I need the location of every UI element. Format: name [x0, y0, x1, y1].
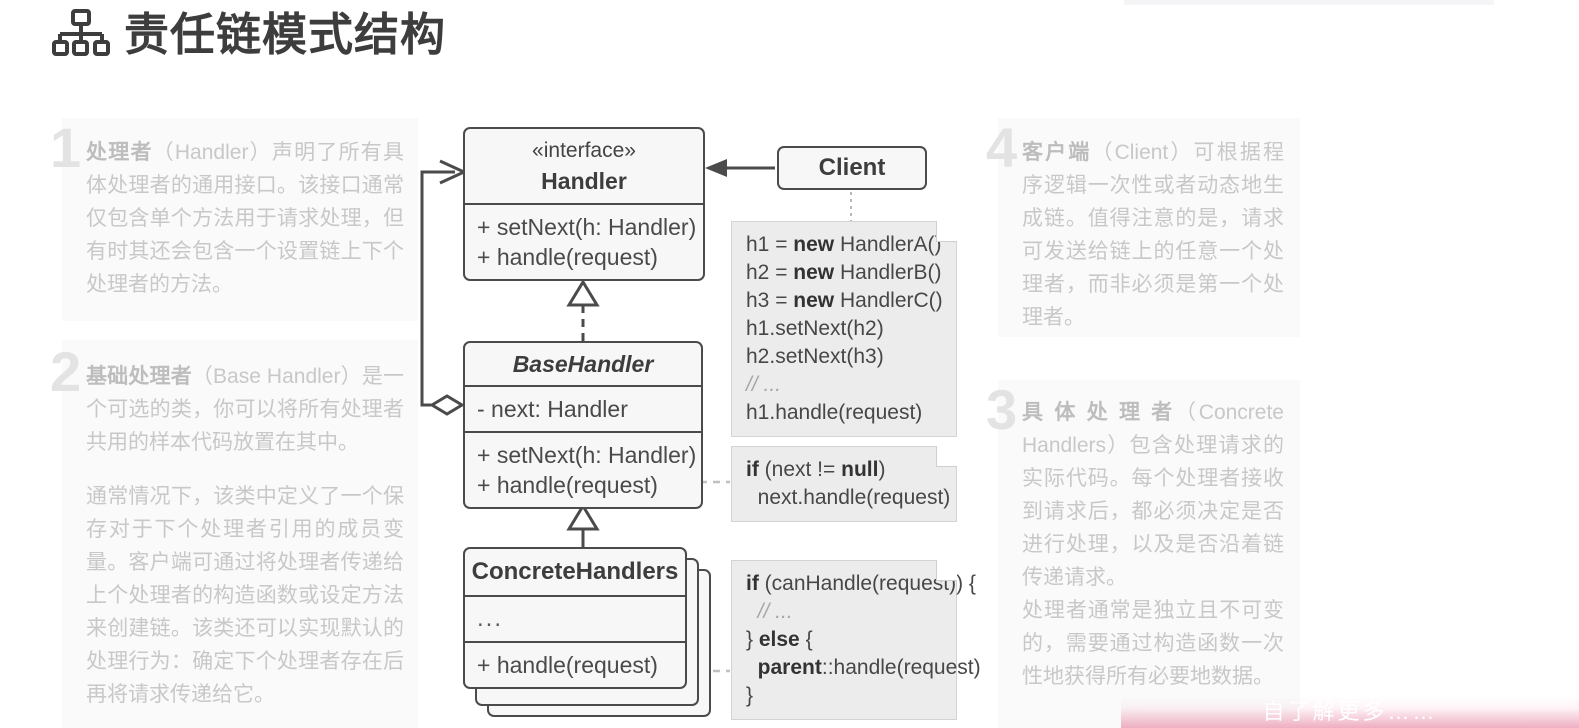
class-box-handler[interactable]: «interface» Handler + setNext(h: Handler…: [463, 127, 705, 281]
step-text-1: 处理者（Handler）声明了所有具体处理者的通用接口。该接口通常仅包含单个方法…: [86, 141, 404, 296]
code-note-client: h1 = new HandlerA() h2 = new HandlerB() …: [731, 221, 957, 437]
step-text-2: 基础处理者（Base Handler）是一个可选的类，你可以将所有处理者共用的样…: [86, 365, 404, 454]
class-stack-concretehandlers: ConcreteHandlers ... + handle(request): [463, 547, 713, 717]
class-header-basehandler: BaseHandler: [465, 343, 701, 387]
note-line: // ...: [746, 373, 782, 396]
class-header-handler: «interface» Handler: [465, 129, 703, 205]
class-methods-basehandler: + setNext(h: Handler) + handle(request): [465, 433, 701, 507]
step-number-4: 4: [986, 116, 1018, 179]
step-text-3: 具 体 处 理 者（Concrete Handlers）包含处理请求的实际代码。…: [1022, 401, 1284, 589]
page-header: 责任链模式结构: [52, 8, 446, 60]
code-note-concretehandlers: if (canHandle(request)) { // ... } else …: [731, 560, 981, 720]
note-line: if (canHandle(request)) {: [746, 572, 976, 595]
note-line: parent::handle(request): [757, 656, 981, 679]
note-line: h2 = new HandlerB(): [746, 261, 942, 284]
step-text-2-paragraph2: 通常情况下，该类中定义了一个保存对于下个处理者引用的成员变量。客户端可通过将处理…: [86, 485, 404, 706]
note-line: // ...: [757, 600, 793, 623]
step-text-4: 客户端（Client）可根据程序逻辑一次性或者动态地生成链。值得注意的是，请求可…: [1022, 141, 1284, 329]
top-strip: [1124, 0, 1494, 5]
org-chart-icon: [52, 9, 110, 56]
step-number-2: 2: [50, 340, 82, 403]
left-panel-1: [62, 118, 418, 321]
class-name-handler: Handler: [541, 168, 627, 194]
class-box-basehandler[interactable]: BaseHandler - next: Handler + setNext(h:…: [463, 341, 703, 509]
class-fields-basehandler: - next: Handler: [465, 387, 701, 433]
field-next: - next: Handler: [477, 396, 628, 422]
note-fold-corner: [936, 221, 957, 242]
note-line: next.handle(request): [746, 486, 951, 509]
right-panel-3: [998, 380, 1300, 728]
note-line: h2.setNext(h3): [746, 345, 884, 368]
class-fields-concretehandlers: ...: [465, 597, 685, 643]
class-header-concretehandlers: ConcreteHandlers: [465, 549, 685, 597]
class-methods-handler: + setNext(h: Handler) + handle(request): [465, 205, 703, 279]
step-text-3-paragraph2: 处理者通常是独立且不可变的，需要通过构造函数一次性地获得所有必要地数据。: [1022, 599, 1284, 688]
method-handle-concrete: + handle(request): [477, 652, 658, 678]
note-line: }: [746, 684, 754, 707]
note-line: if (next != null): [746, 458, 886, 481]
class-box-concretehandlers[interactable]: ConcreteHandlers ... + handle(request): [463, 547, 687, 689]
class-methods-concretehandlers: + handle(request): [465, 643, 685, 687]
class-name-basehandler: BaseHandler: [512, 351, 654, 377]
class-name-client: Client: [818, 154, 886, 181]
step-number-1: 1: [50, 116, 82, 179]
note-line: } else {: [746, 628, 813, 651]
note-line: h1.handle(request): [746, 401, 923, 424]
right-panel-4: [998, 118, 1300, 337]
method-handle: + handle(request): [477, 244, 658, 270]
note-fold-corner: [936, 560, 957, 581]
note-fold-corner: [936, 446, 957, 467]
note-line: h1.setNext(h2): [746, 317, 884, 340]
left-panel-2: [62, 340, 418, 728]
class-name-concretehandlers: ConcreteHandlers: [471, 558, 679, 585]
note-line: h1 = new HandlerA(): [746, 233, 942, 256]
class-box-client[interactable]: Client: [777, 146, 927, 190]
field-ellipsis: ...: [477, 605, 504, 632]
method-setnext-base: + setNext(h: Handler): [477, 442, 697, 468]
code-note-basehandler: if (next != null) next.handle(request): [731, 446, 957, 522]
class-stereotype-handler: «interface»: [532, 139, 636, 162]
page-title: 责任链模式结构: [124, 8, 447, 60]
method-handle-base: + handle(request): [477, 472, 658, 498]
watermark-banner: 自了解更多……: [1121, 697, 1579, 728]
note-line: h3 = new HandlerC(): [746, 289, 943, 312]
method-setnext: + setNext(h: Handler): [477, 214, 697, 240]
step-number-3: 3: [986, 378, 1018, 441]
